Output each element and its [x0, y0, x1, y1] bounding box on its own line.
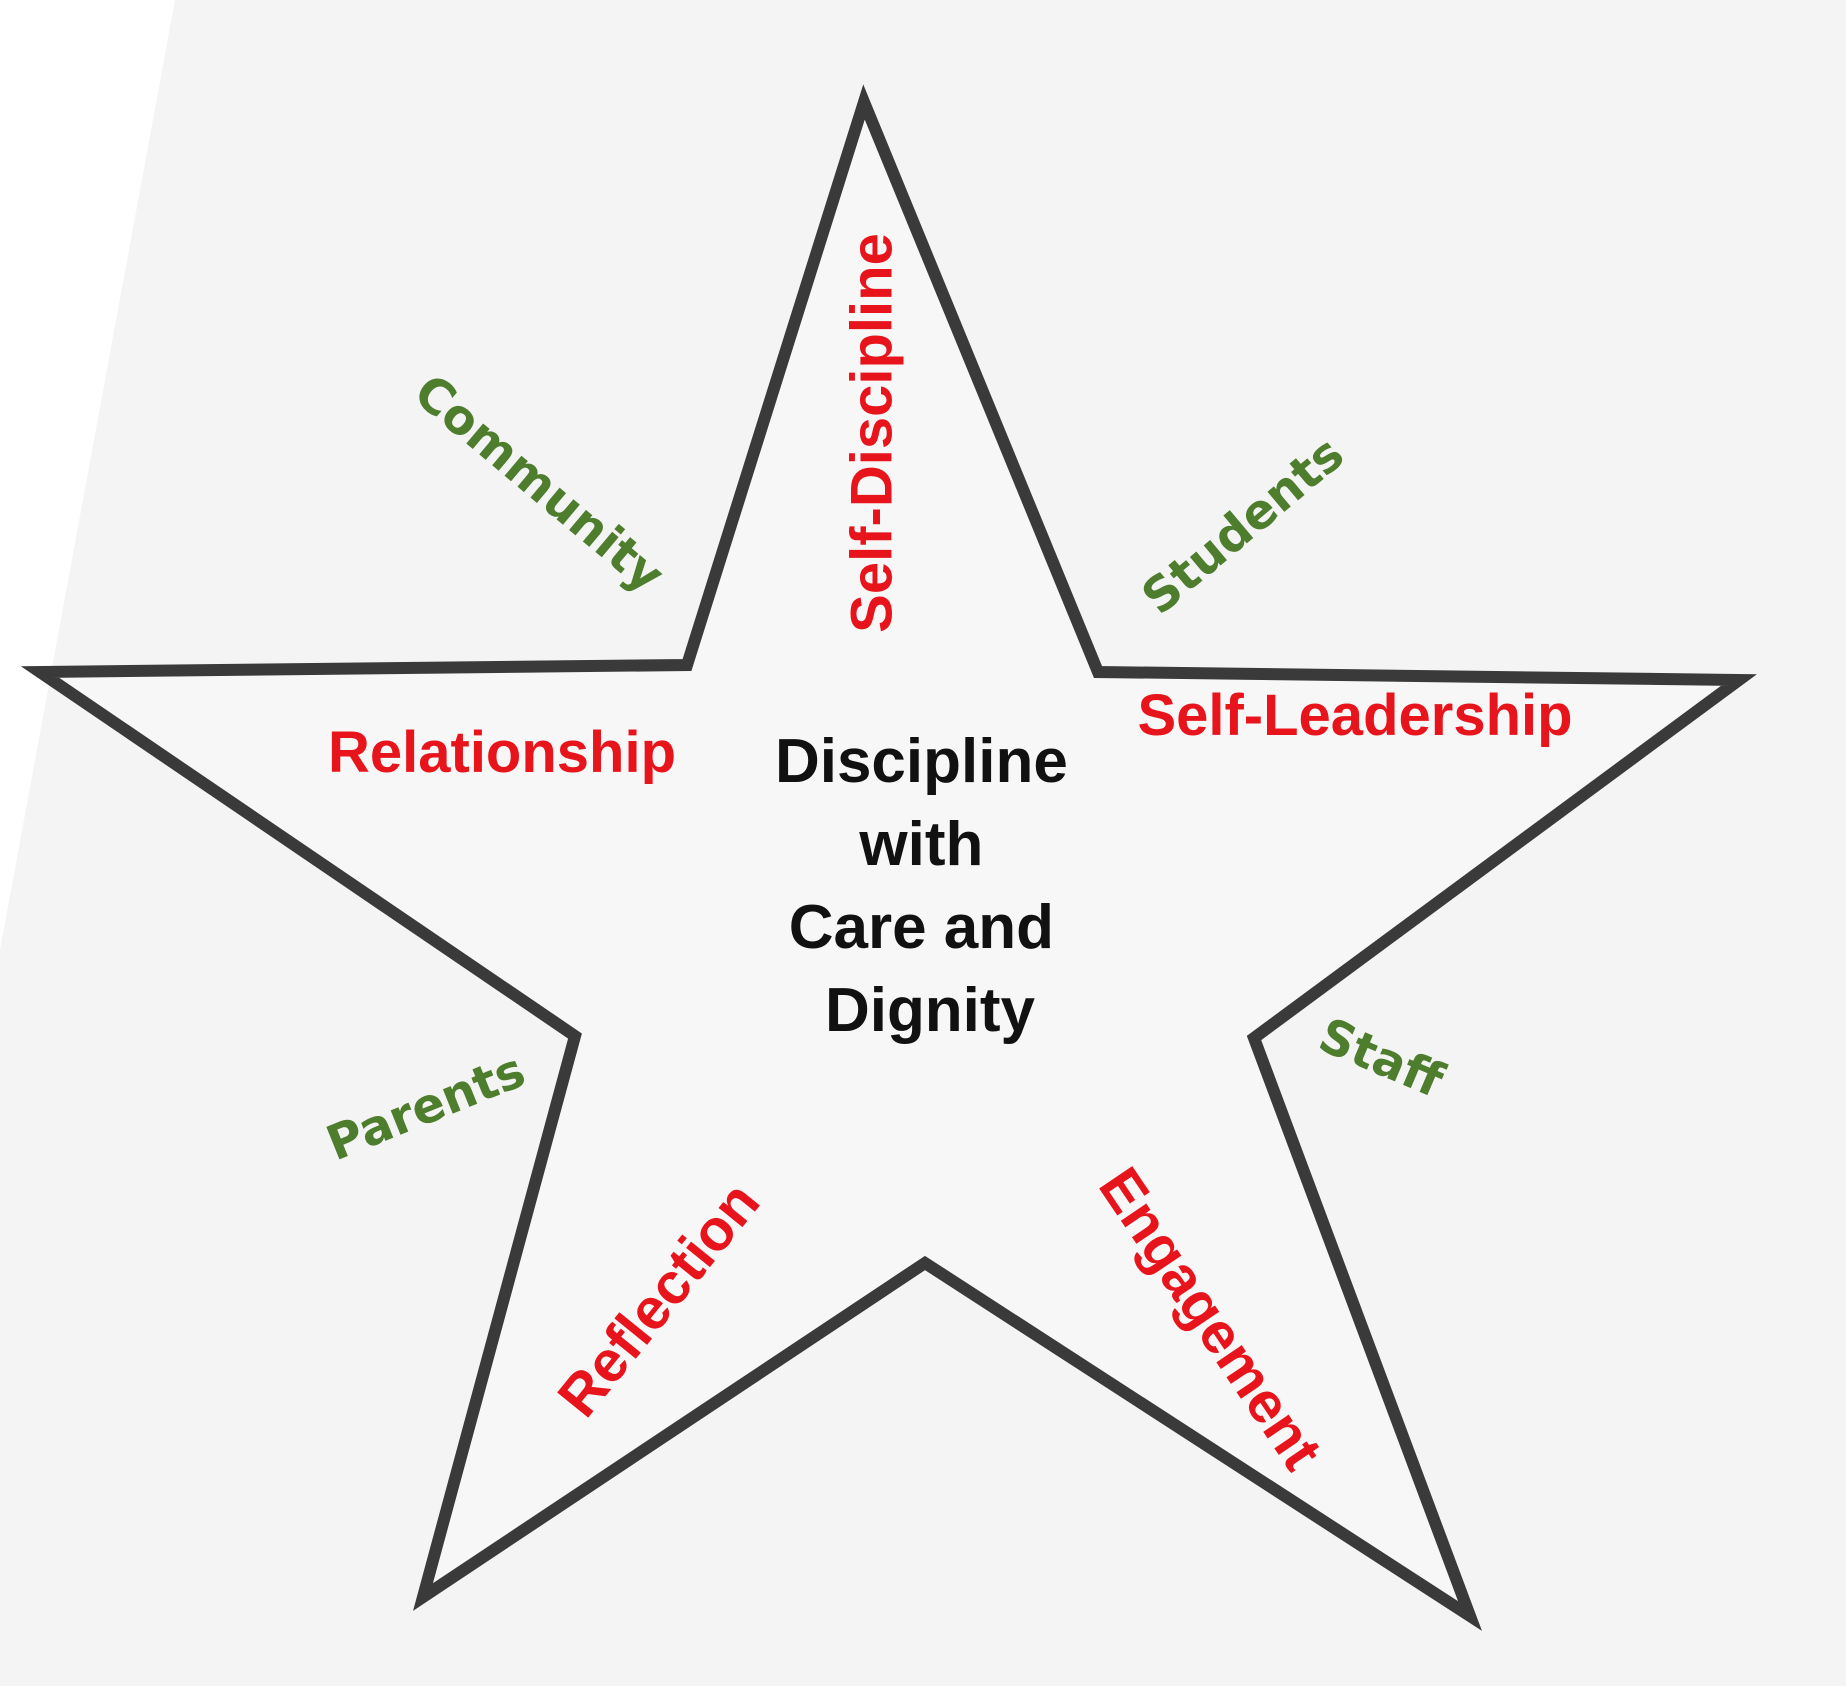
- star-outline: [20, 84, 1757, 1631]
- label-self-leadership: Self-Leadership: [1137, 683, 1572, 748]
- center-title-line1: Discipline: [775, 727, 1068, 796]
- center-title-line4: Dignity: [825, 976, 1036, 1045]
- center-title-line2: with: [858, 810, 983, 879]
- center-title-line3: Care and: [789, 893, 1054, 962]
- label-relationship: Relationship: [328, 720, 676, 785]
- center-title: Discipline with Care and Dignity: [775, 727, 1085, 1045]
- label-self-discipline: Self-Discipline: [839, 233, 904, 633]
